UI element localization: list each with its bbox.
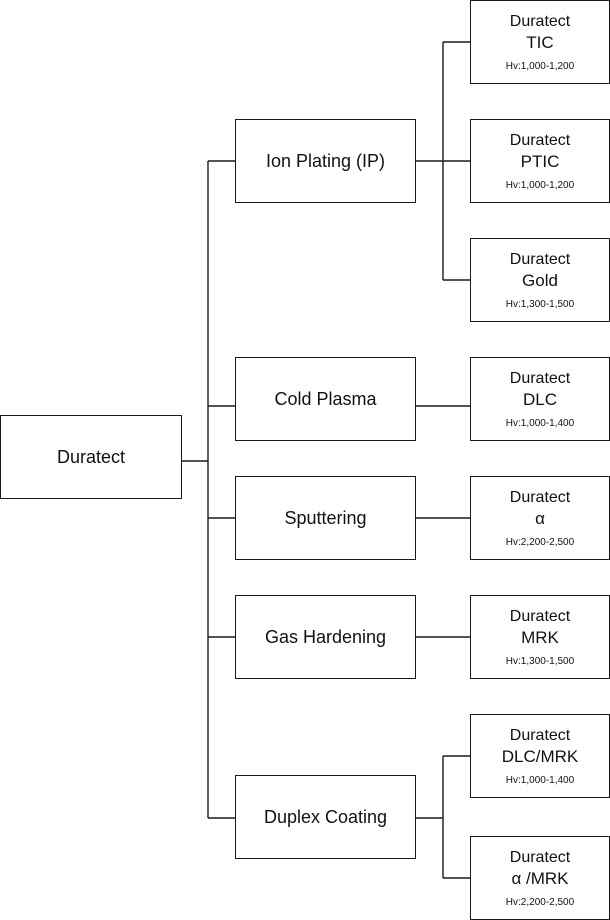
method-node-duplex-coating: Duplex Coating — [235, 775, 416, 859]
product-model: PTIC — [520, 152, 560, 171]
product-node-ptic: Duratect PTIC Hv:1,000-1,200 — [470, 119, 610, 203]
product-node-gold: Duratect Gold Hv:1,300-1,500 — [470, 238, 610, 322]
product-brand: Duratect — [509, 489, 571, 506]
product-model: α — [535, 509, 545, 528]
method-node-cold-plasma: Cold Plasma — [235, 357, 416, 441]
product-model: Gold — [522, 271, 558, 290]
method-label: Sputtering — [284, 508, 367, 528]
product-model: DLC/MRK — [501, 747, 579, 766]
method-label: Duplex Coating — [263, 807, 388, 827]
method-node-gas-hardening: Gas Hardening — [235, 595, 416, 679]
product-model: DLC — [522, 390, 557, 409]
product-model: TIC — [526, 33, 554, 52]
root-node: Duratect — [0, 415, 182, 499]
product-node-dlc-mrk: Duratect DLC/MRK Hv:1,000-1,400 — [470, 714, 610, 798]
product-brand: Duratect — [509, 849, 571, 866]
method-node-ion-plating: Ion Plating (IP) — [235, 119, 416, 203]
product-node-mrk: Duratect MRK Hv:1,300-1,500 — [470, 595, 610, 679]
product-node-alpha-mrk: Duratect α /MRK Hv:2,200-2,500 — [470, 836, 610, 920]
product-hardness: Hv:2,200-2,500 — [505, 537, 575, 548]
method-label: Ion Plating (IP) — [265, 151, 386, 171]
method-label: Gas Hardening — [264, 627, 387, 647]
product-hardness: Hv:1,300-1,500 — [505, 299, 575, 310]
product-hardness: Hv:2,200-2,500 — [505, 897, 575, 908]
product-hardness: Hv:1,000-1,200 — [505, 61, 575, 72]
product-brand: Duratect — [509, 727, 571, 744]
product-model: α /MRK — [511, 869, 569, 888]
product-hardness: Hv:1,000-1,400 — [505, 775, 575, 786]
product-model: MRK — [521, 628, 559, 647]
product-brand: Duratect — [509, 370, 571, 387]
product-hardness: Hv:1,300-1,500 — [505, 656, 575, 667]
product-brand: Duratect — [509, 13, 571, 30]
product-hardness: Hv:1,000-1,200 — [505, 180, 575, 191]
product-brand: Duratect — [509, 251, 571, 268]
product-brand: Duratect — [509, 608, 571, 625]
method-node-sputtering: Sputtering — [235, 476, 416, 560]
root-label: Duratect — [56, 447, 126, 467]
product-node-dlc: Duratect DLC Hv:1,000-1,400 — [470, 357, 610, 441]
product-hardness: Hv:1,000-1,400 — [505, 418, 575, 429]
product-node-tic: Duratect TIC Hv:1,000-1,200 — [470, 0, 610, 84]
method-label: Cold Plasma — [274, 389, 377, 409]
product-node-alpha: Duratect α Hv:2,200-2,500 — [470, 476, 610, 560]
product-brand: Duratect — [509, 132, 571, 149]
